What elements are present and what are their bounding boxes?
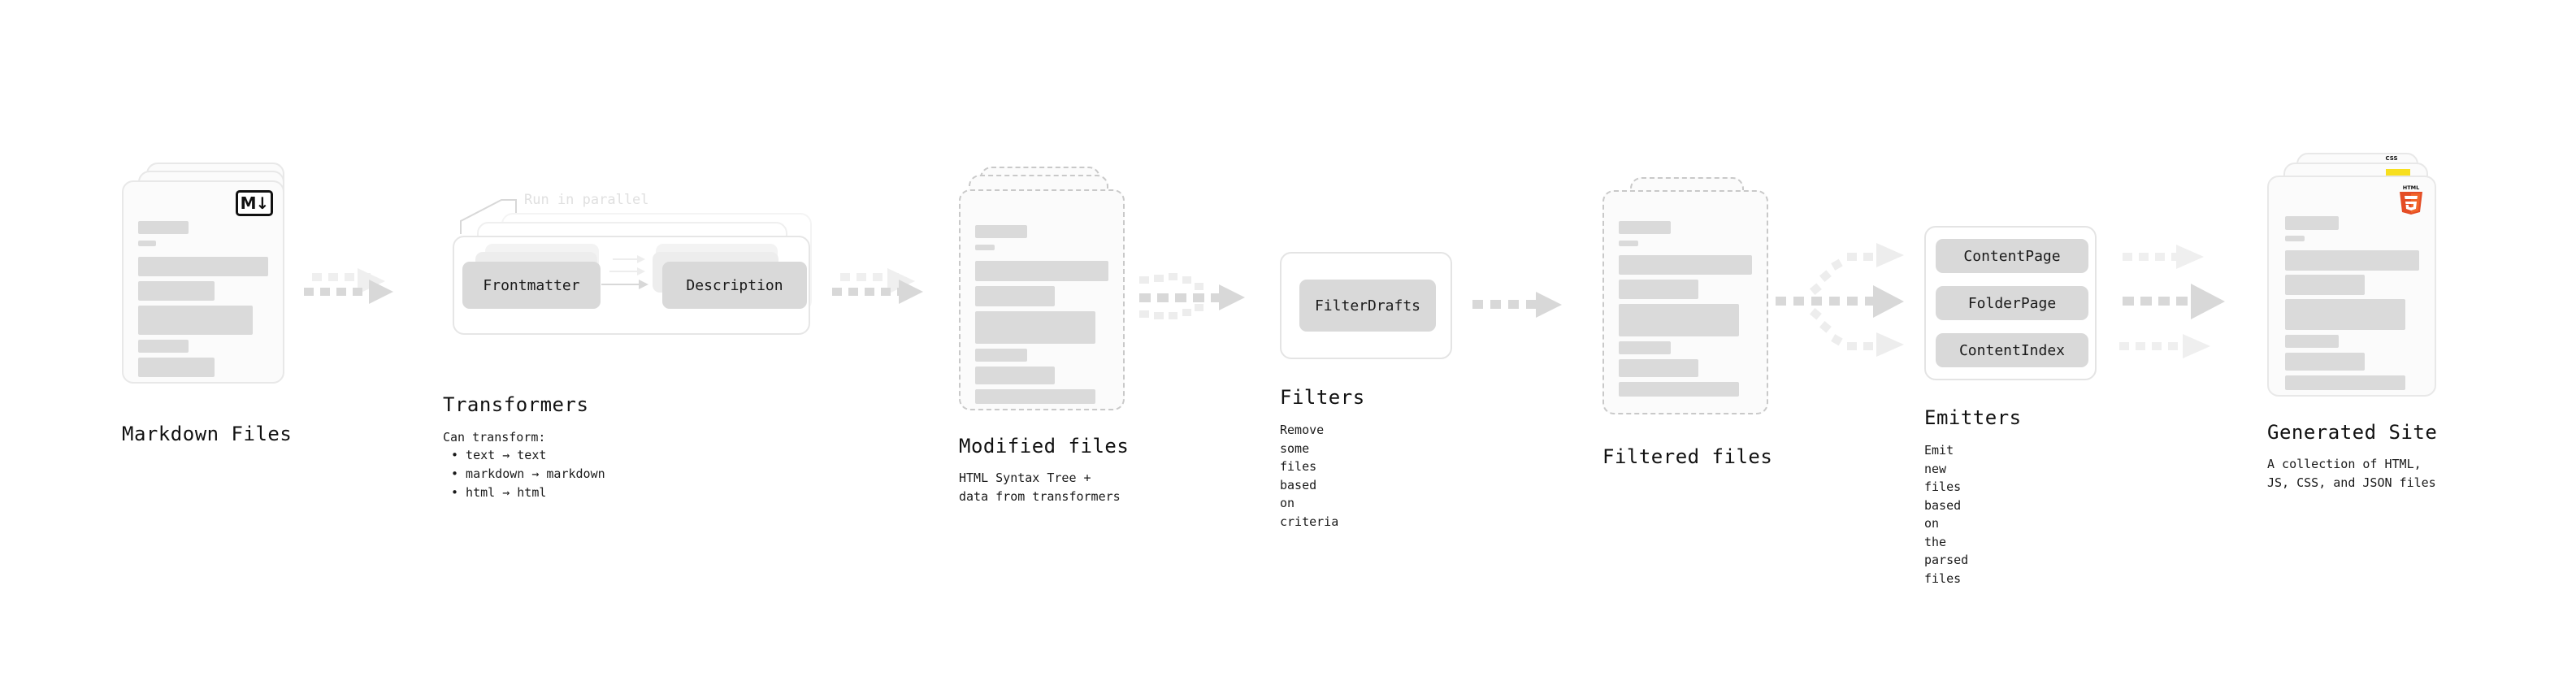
skeleton-bar — [138, 281, 215, 301]
filters-box: FilterDrafts — [1280, 252, 1452, 359]
skeleton-bar — [1619, 359, 1698, 377]
stage-transformers: Run in parallel x x x x Frontmatter Desc… — [443, 192, 825, 500]
stage-title-filters: Filters — [1280, 386, 1365, 409]
transformers-bullet-3: • html → html — [451, 485, 547, 500]
arrow-markdown-to-transformers — [304, 268, 393, 304]
generated-site-subtitle: A collection of HTML, JS, CSS, and JSON … — [2267, 457, 2436, 490]
skeleton-bar — [138, 257, 268, 276]
skeleton-bar — [975, 245, 995, 250]
skeleton-bar — [138, 221, 189, 234]
skeleton-bar — [1619, 241, 1638, 246]
skeleton-bar — [2285, 236, 2305, 241]
skeleton-bar — [2285, 250, 2419, 271]
pill-contentpage-label: ContentPage — [1963, 247, 2061, 265]
pill-frontmatter[interactable]: Frontmatter — [462, 262, 601, 309]
skeleton-bar — [138, 306, 253, 335]
arrow-emitters-to-site — [2119, 245, 2225, 358]
skeleton-bar — [2285, 299, 2405, 330]
pill-description[interactable]: Description — [662, 262, 807, 309]
generated-document-stack: CSS HTML — [2267, 153, 2462, 429]
skeleton-bar — [138, 241, 156, 246]
transformers-bullet-2: • markdown → markdown — [451, 466, 605, 481]
pill-contentindex[interactable]: ContentIndex — [1936, 333, 2088, 367]
stage-title-markdown-files: Markdown Files — [122, 423, 293, 445]
skeleton-bar — [975, 311, 1095, 344]
skeleton-bar — [975, 261, 1108, 281]
markdown-document-stack: M↓ — [122, 163, 309, 423]
pill-filterdrafts-label: FilterDrafts — [1314, 297, 1421, 314]
skeleton-bar — [1619, 280, 1698, 299]
pill-folderpage-label: FolderPage — [1967, 294, 2057, 312]
skeleton-bar — [975, 349, 1027, 362]
arrow-filters-to-filtered — [1472, 292, 1562, 318]
pill-frontmatter-label: Frontmatter — [483, 276, 580, 294]
modified-document-stack — [959, 167, 1146, 435]
document-front — [1602, 190, 1768, 414]
skeleton-bar — [1619, 255, 1752, 275]
stage-title-filtered-files: Filtered files — [1602, 445, 1773, 468]
skeleton-bar — [975, 225, 1027, 238]
transformers-bullet-1: • text → text — [451, 448, 547, 462]
pill-folderpage[interactable]: FolderPage — [1936, 286, 2088, 320]
skeleton-bar — [975, 367, 1055, 384]
modified-files-subtitle: HTML Syntax Tree + data from transformer… — [959, 471, 1121, 504]
skeleton-bar — [2285, 375, 2405, 390]
arrow-filtered-to-emitters — [1776, 243, 1904, 357]
stage-title-emitters: Emitters — [1924, 406, 2022, 429]
stage-markdown-files: M↓ Markdown Files — [122, 163, 309, 445]
stage-modified-files: Modified files HTML Syntax Tree + data f… — [959, 167, 1146, 504]
pill-contentpage[interactable]: ContentPage — [1936, 239, 2088, 273]
pill-contentindex-label: ContentIndex — [1958, 341, 2066, 359]
skeleton-bar — [2285, 335, 2339, 348]
filters-subtitle: Remove some files based on criteria — [1280, 423, 1339, 529]
skeleton-bar — [975, 389, 1095, 404]
html5-icon: HTML — [2400, 184, 2422, 215]
filtered-document-stack — [1602, 177, 1789, 445]
document-front: M↓ — [122, 180, 284, 384]
skeleton-bar — [1619, 341, 1671, 354]
css-badge-label: CSS — [2385, 155, 2398, 162]
skeleton-bar — [1619, 304, 1739, 336]
skeleton-bar — [2285, 353, 2365, 371]
document-front: HTML — [2267, 176, 2436, 397]
markdown-badge: M↓ — [236, 190, 273, 216]
document-front — [959, 189, 1125, 410]
skeleton-bar — [138, 358, 215, 377]
emitters-box: ContentPage FolderPage ContentIndex — [1924, 226, 2097, 380]
skeleton-bar — [138, 340, 189, 353]
stage-title-modified-files: Modified files — [959, 435, 1130, 458]
pill-filterdrafts[interactable]: FilterDrafts — [1299, 280, 1436, 332]
skeleton-bar — [1619, 382, 1739, 397]
markdown-badge-label: M↓ — [240, 193, 270, 213]
parallel-label: Run in parallel — [524, 192, 649, 208]
stage-title-transformers: Transformers — [443, 393, 589, 416]
stage-title-generated-site: Generated Site — [2267, 421, 2438, 444]
skeleton-bar — [2285, 275, 2365, 295]
arrow-transformers-to-modified — [832, 268, 923, 304]
stage-generated-site: CSS HTML — [2267, 153, 2462, 490]
pill-description-label: Description — [686, 276, 783, 294]
skeleton-bar — [1619, 221, 1671, 234]
stage-filtered-files: Filtered files — [1602, 177, 1789, 468]
svg-text:HTML: HTML — [2403, 184, 2419, 191]
arrow-modified-to-filters — [1139, 273, 1245, 319]
skeleton-bar — [2285, 216, 2339, 230]
emitters-subtitle: Emit new files based on the parsed files — [1924, 443, 1969, 586]
transformers-subtitle: Can transform: — [443, 430, 546, 445]
skeleton-bar — [975, 286, 1055, 306]
